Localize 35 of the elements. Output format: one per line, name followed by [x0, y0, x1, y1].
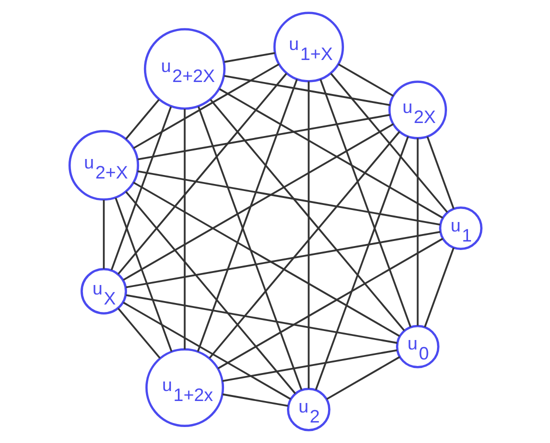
connector [117, 72, 287, 275]
connector [136, 170, 440, 226]
connector [330, 72, 448, 213]
connector [125, 231, 440, 288]
connector [122, 123, 394, 281]
connector [218, 88, 443, 219]
connector [222, 393, 288, 407]
connector [137, 114, 390, 160]
connector [196, 79, 298, 352]
connector [132, 182, 400, 337]
connector [197, 106, 302, 390]
connector [217, 238, 443, 370]
connector [423, 248, 454, 328]
connector [338, 63, 394, 97]
connector [124, 191, 296, 394]
connector [114, 198, 172, 352]
connector [125, 294, 397, 344]
connector [122, 302, 291, 400]
connector [124, 99, 160, 140]
connector [102, 200, 104, 269]
connector [209, 99, 404, 332]
connector [132, 63, 279, 149]
connector [110, 106, 172, 270]
connector [307, 81, 310, 388]
connector [224, 52, 275, 63]
connector [117, 308, 160, 359]
connector [224, 74, 390, 106]
connector [416, 138, 418, 326]
connector [183, 109, 186, 350]
connector [222, 349, 397, 382]
connector [314, 136, 408, 390]
connector [326, 356, 400, 400]
connector [208, 131, 400, 359]
connector [426, 136, 454, 210]
connector [319, 79, 411, 328]
